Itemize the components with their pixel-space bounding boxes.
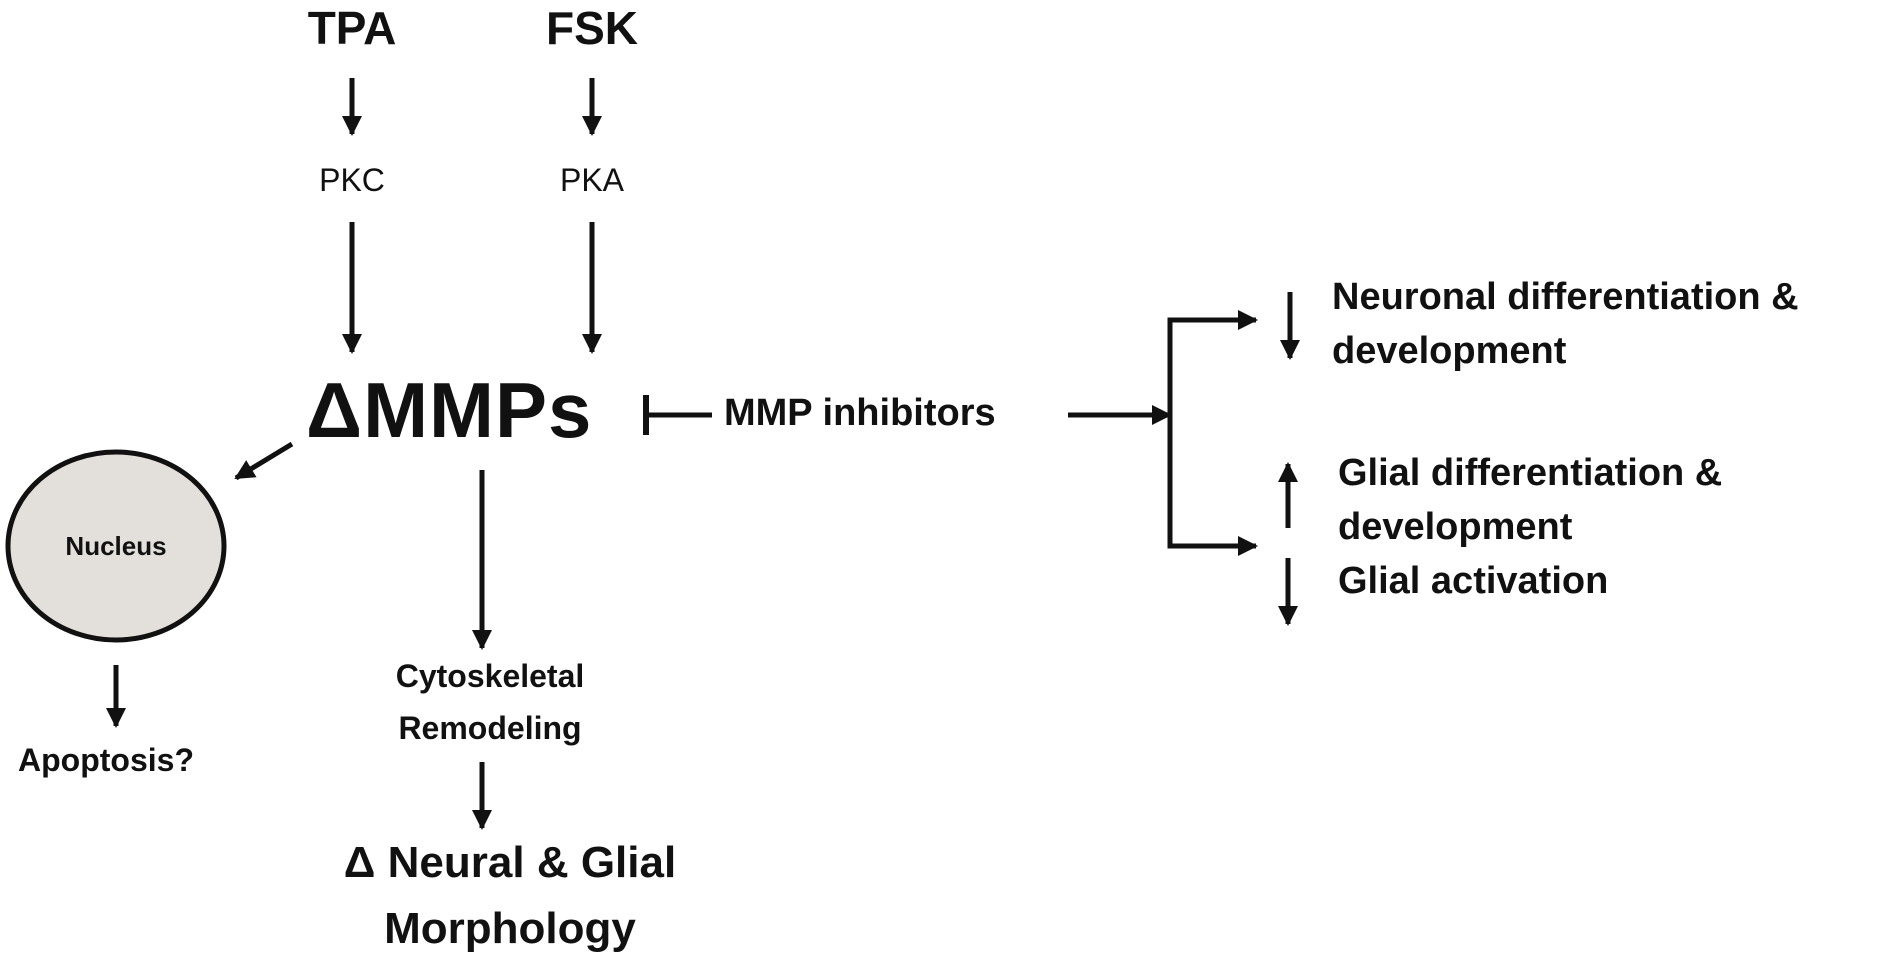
tpa-label: TPA (307, 2, 397, 54)
cytoskeletal-label-line2: Remodeling (398, 710, 582, 746)
glial-differentiation-label-line2: development (1338, 506, 1573, 548)
fsk-label: FSK (546, 2, 638, 54)
pkc-label: PKC (319, 162, 385, 198)
neuronal-label-line1: Neuronal differentiation & (1332, 276, 1799, 318)
mmp-inhibitors-label: MMP inhibitors (724, 392, 996, 434)
morphology-label-line2: Morphology (384, 904, 636, 953)
nucleus-label: Nucleus (65, 531, 167, 561)
neuronal-label-line2: development (1332, 330, 1567, 372)
nucleus-shape (5, 449, 227, 643)
pka-label: PKA (559, 162, 625, 198)
cytoskeletal-label-line1: Cytoskeletal (395, 658, 585, 694)
mmps-to-nucleus-arrow (234, 441, 294, 481)
branch-bracket (1167, 317, 1240, 549)
glial-differentiation-label-line1: Glial differentiation & (1338, 452, 1723, 494)
apoptosis-label: Apoptosis? (18, 742, 194, 778)
mmps-label: ΔMMPs (306, 366, 593, 454)
morphology-label-line1: Δ Neural & Glial (343, 838, 677, 887)
glial-activation-label: Glial activation (1338, 560, 1609, 602)
